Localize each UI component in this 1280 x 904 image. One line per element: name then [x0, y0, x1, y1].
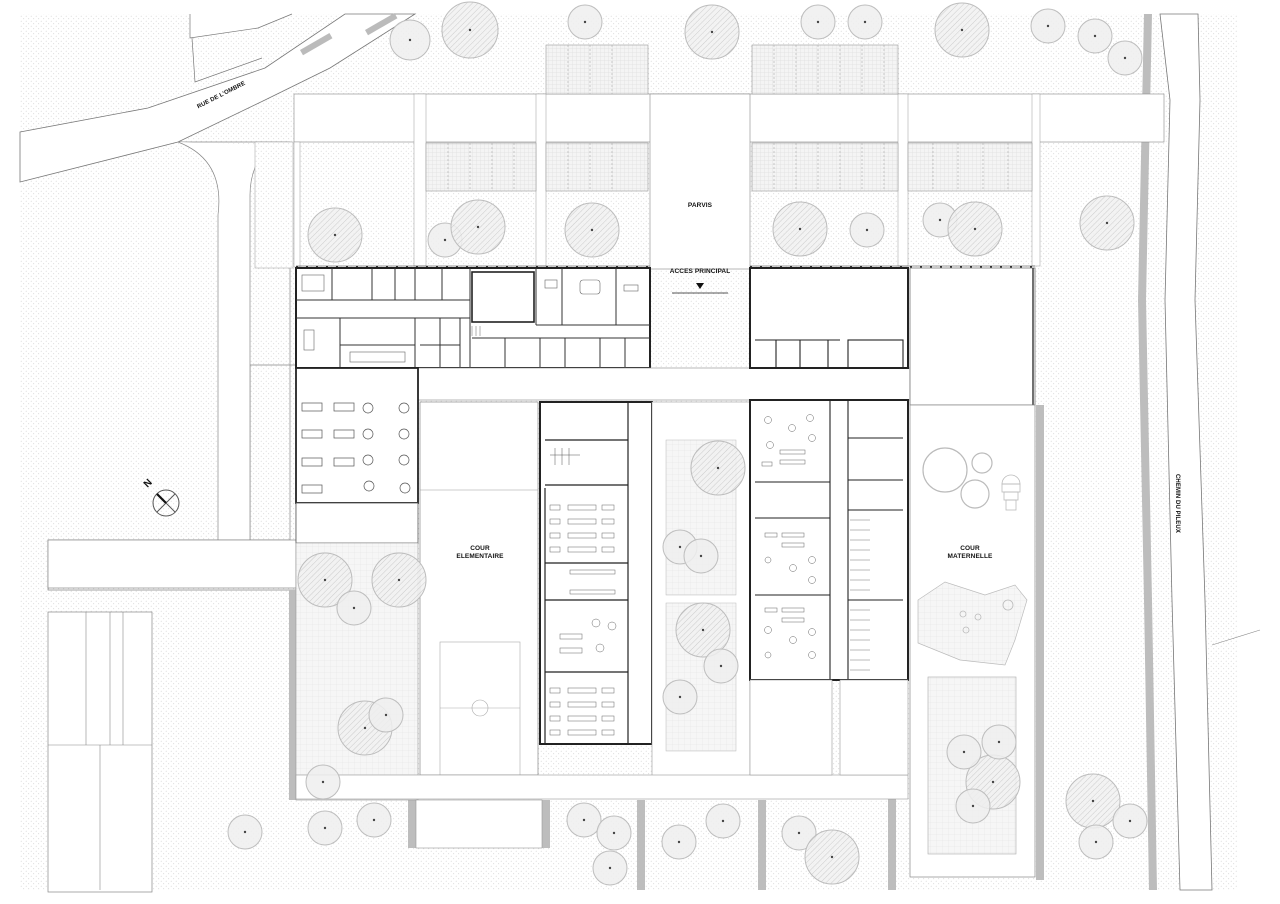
- parking-b: [545, 142, 649, 192]
- tree-icon: [847, 4, 883, 40]
- nursery-wing: [749, 267, 909, 681]
- tree-icon: [336, 590, 372, 626]
- tree-icon: [592, 850, 628, 886]
- elementary-classroom-wing: [539, 401, 653, 745]
- tree-icon: [297, 552, 353, 608]
- entrance-arrow-icon: [696, 283, 704, 289]
- tree-icon: [1112, 803, 1148, 839]
- tree-icon: [662, 679, 698, 715]
- tree-icon: [441, 1, 499, 59]
- label-cour-maternelle: COUR MATERNELLE: [930, 545, 1010, 561]
- tree-icon: [955, 788, 991, 824]
- tree-icon: [946, 734, 982, 770]
- tree-icon: [305, 764, 341, 800]
- tree-icon: [661, 824, 697, 860]
- tree-icon: [307, 810, 343, 846]
- soft-play-surface: [917, 581, 1028, 666]
- hopscotch: [1001, 474, 1021, 511]
- label-cour-maternelle-line1: COUR: [960, 545, 980, 552]
- tree-icon: [772, 201, 828, 257]
- tree-icon: [981, 724, 1017, 760]
- tree-icon: [675, 602, 731, 658]
- tree-icon: [934, 2, 990, 58]
- tree-icon: [371, 552, 427, 608]
- parvis-forecourt: [649, 93, 751, 270]
- tree-icon: [450, 199, 506, 255]
- restaurant-admin-wing: [295, 267, 651, 369]
- tree-icon: [1077, 18, 1113, 54]
- street-chemin-du-pileux: [1159, 13, 1213, 891]
- tree-icon: [804, 829, 860, 885]
- tree-icon: [389, 19, 431, 61]
- cour-elementaire: [419, 401, 539, 776]
- tree-icon: [705, 803, 741, 839]
- tree-icon: [781, 815, 817, 851]
- playground-circles: [922, 447, 993, 509]
- tree-icon: [1030, 8, 1066, 44]
- south-path: [295, 774, 909, 800]
- parking-d: [907, 142, 1033, 192]
- north-arrow: [152, 489, 180, 517]
- covered-play-area: [909, 267, 1036, 406]
- tree-icon: [703, 648, 739, 684]
- label-parvis: PARVIS: [687, 202, 713, 209]
- label-cour-maternelle-line2: MATERNELLE: [947, 553, 993, 560]
- tree-icon: [684, 4, 740, 60]
- parking-north-b: [751, 44, 899, 95]
- tree-icon: [368, 697, 404, 733]
- tree-icon: [596, 815, 632, 851]
- tree-icon: [1079, 195, 1135, 251]
- tree-icon: [800, 4, 836, 40]
- street-label-chemin-du-pileux: CHEMIN DU PILEUX: [1174, 474, 1180, 533]
- tree-icon: [307, 207, 363, 263]
- tree-icon: [947, 201, 1003, 257]
- tree-icon: [227, 814, 263, 850]
- dining-hall: [295, 367, 419, 544]
- label-acces-principal: ACCES PRINCIPAL: [669, 268, 731, 275]
- tree-icon: [1065, 773, 1121, 829]
- label-cour-elementaire-line1: COUR: [470, 545, 490, 552]
- tree-icon: [683, 538, 719, 574]
- street-rue-de-l-ombre: [19, 13, 417, 183]
- tree-icon: [1078, 824, 1114, 860]
- tree-icon: [567, 4, 603, 40]
- parking-a: [425, 142, 537, 192]
- tree-icon: [1107, 40, 1143, 76]
- parking-north-a: [545, 44, 649, 95]
- tree-icon: [849, 212, 885, 248]
- tree-icon: [566, 802, 602, 838]
- tree-icon: [564, 202, 620, 258]
- trees-layer: [227, 1, 1148, 886]
- label-cour-elementaire-line2: ELEMENTAIRE: [456, 553, 504, 560]
- tree-icon: [356, 802, 392, 838]
- label-cour-elementaire: COUR ELEMENTAIRE: [440, 545, 520, 561]
- tree-icon: [690, 440, 746, 496]
- parking-c: [751, 142, 899, 192]
